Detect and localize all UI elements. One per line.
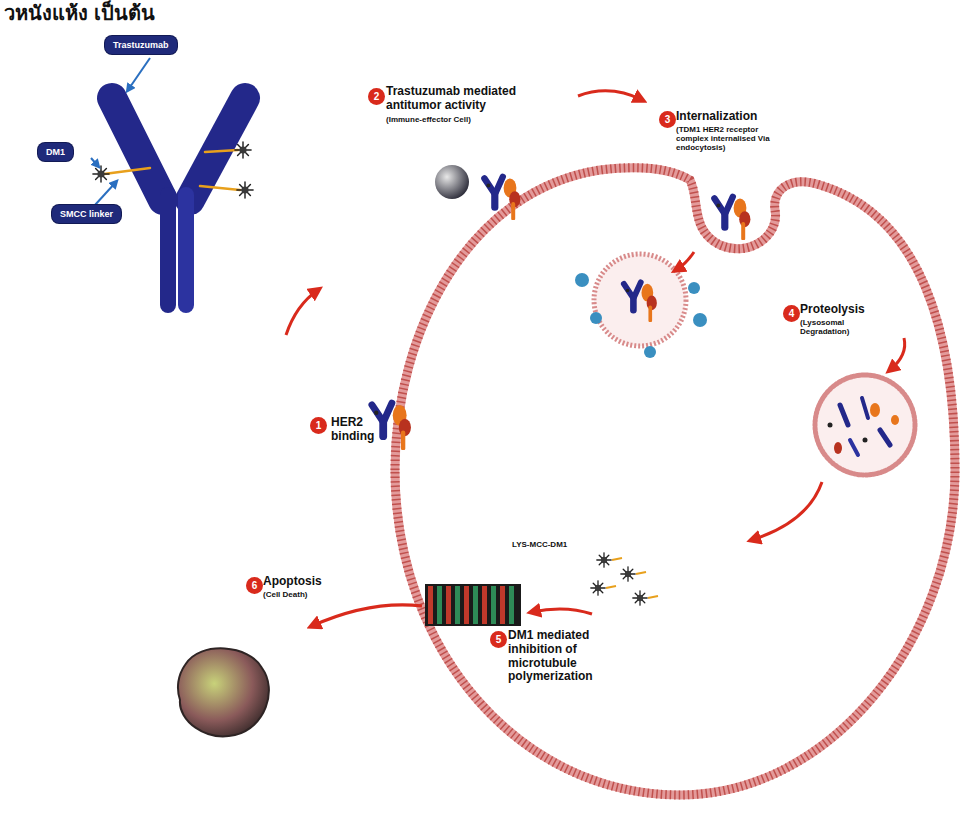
step-number-circle: 5 <box>490 631 507 648</box>
step-note: (TDM1 HER2 receptor complex internalised… <box>676 125 792 153</box>
callout-box: DM1 <box>38 143 73 161</box>
dm1-payload <box>597 553 611 567</box>
step-title: DM1 mediated inhibition of microtubule p… <box>508 629 612 684</box>
lysosome-degraded <box>815 375 915 475</box>
microtubule <box>425 584 521 626</box>
leader-arrow <box>128 58 150 90</box>
callout-number: 3 <box>665 114 671 125</box>
her2-complex <box>372 403 411 448</box>
step-note: (Cell Death) <box>263 590 349 599</box>
step-title: Apoptosis <box>263 575 349 589</box>
dm1-payload <box>235 142 251 158</box>
step-number-circle: 2 <box>368 88 385 105</box>
step-number-circle: 4 <box>783 305 800 322</box>
step-title: Proteolysis <box>800 303 888 317</box>
antibody-drug-conjugate <box>104 98 245 305</box>
callout-number: 5 <box>496 634 502 645</box>
cell-membrane-lipids <box>395 168 955 795</box>
callout-text: DM1 <box>46 147 65 157</box>
dm1-payload <box>93 166 109 182</box>
step-note: (Lysosomal Degradation) <box>800 318 880 336</box>
molecule-label: LYS-MCC-DM1 <box>512 540 588 549</box>
step-title: Trastuzumab mediated antitumor activity <box>386 85 564 113</box>
callout-box: SMCC linker <box>52 205 121 223</box>
step-number-circle: 1 <box>310 417 327 434</box>
process-arrow <box>286 91 905 626</box>
callout-box: Trastuzumab <box>105 36 177 54</box>
linker-fragment <box>606 558 658 598</box>
page-fragment-text: วหนังแห้ง เป็นต้น <box>4 2 155 25</box>
callout-number: 4 <box>789 308 795 319</box>
immune-effector-cell <box>435 165 469 199</box>
apoptotic-cell <box>178 648 269 736</box>
step-title: Internalization <box>676 110 796 124</box>
step-note: (Immune-effector Cell) <box>386 115 564 124</box>
lysosome <box>575 254 707 358</box>
step-title: HER2 binding <box>331 416 389 444</box>
callout-text: Trastuzumab <box>113 40 169 50</box>
dm1-payload <box>591 581 605 595</box>
her2-complex <box>484 177 520 219</box>
dm1-payload <box>633 591 647 605</box>
leader-arrow <box>91 158 98 166</box>
cell-membrane <box>395 168 955 795</box>
her2-complex <box>624 282 657 320</box>
step-number-circle: 3 <box>659 111 676 128</box>
her2-complex <box>714 197 750 239</box>
dm1-payload <box>237 182 253 198</box>
callout-number: 6 <box>252 580 258 591</box>
dm1-payload <box>621 567 635 581</box>
callout-number: 2 <box>374 91 380 102</box>
callout-number: 1 <box>316 420 322 431</box>
leader-arrow <box>95 182 116 205</box>
callout-text: SMCC linker <box>60 209 113 219</box>
step-number-circle: 6 <box>246 577 263 594</box>
